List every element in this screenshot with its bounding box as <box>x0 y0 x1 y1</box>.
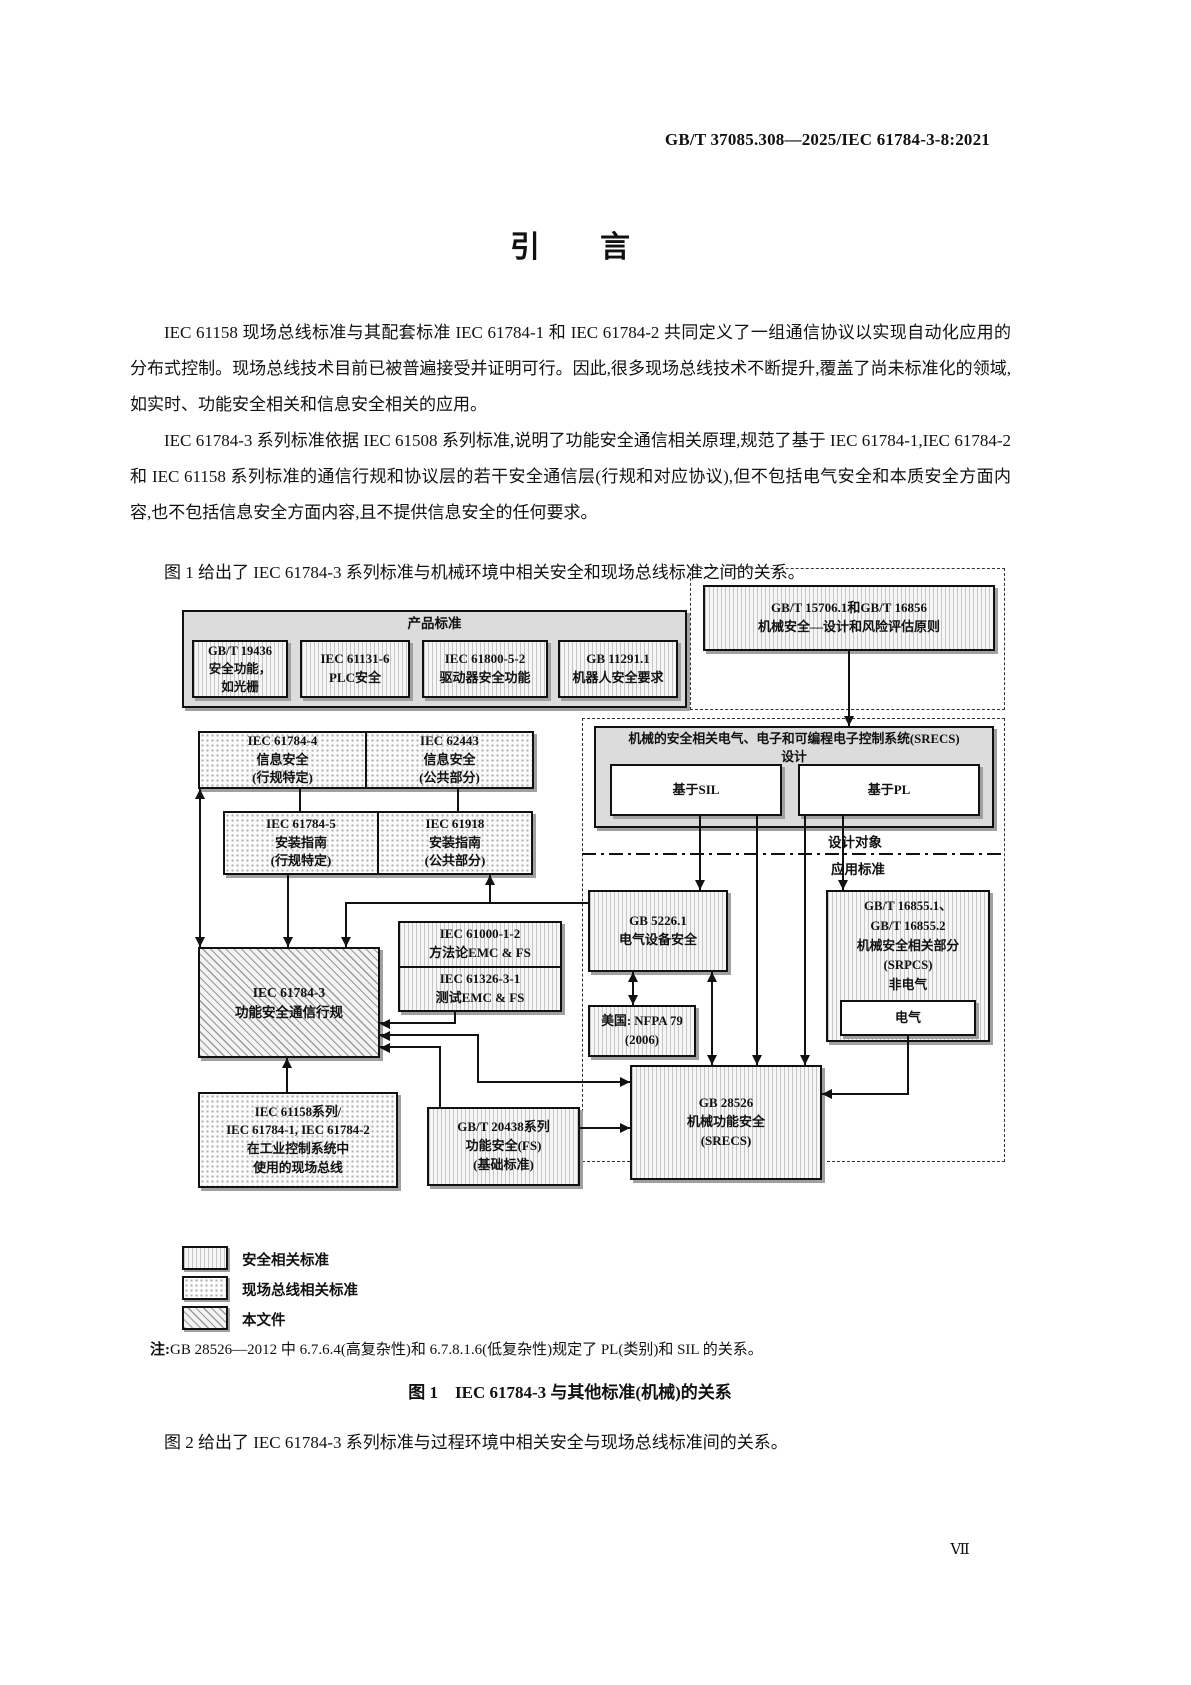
box-iec61800: IEC 61800-5-2 驱动器安全功能 <box>422 640 548 698</box>
box-electric: 电气 <box>840 1000 976 1036</box>
arrowhead-nfpa-top <box>628 995 638 1005</box>
page-title: 引 言 <box>510 231 630 264</box>
box-gb28526: GB 28526 机械功能安全 (SRECS) <box>630 1065 822 1180</box>
line-iec61784-3-gb28526-b <box>477 1034 479 1083</box>
arrowhead-iec61784-3-right-3 <box>380 1043 390 1053</box>
arrowhead-iec61918-bottom <box>485 875 495 885</box>
paragraph-2: IEC 61784-3 系列标准依据 IEC 61508 系列标准,说明了功能安… <box>130 431 1011 522</box>
line-gb5226-nfpa <box>632 972 634 1005</box>
box-install-row: IEC 61784-5 安装指南 (行规特定) IEC 61918 安装指南 (… <box>223 811 533 875</box>
line-emc-down <box>454 1012 456 1024</box>
box-gbt20438: GB/T 20438系列 功能安全(FS) (基础标准) <box>427 1107 580 1186</box>
line-gbt15706-to-srecs <box>848 651 850 726</box>
paragraph-3: 图 1 给出了 IEC 61784-3 系列标准与机械环境中相关安全和现场总线标… <box>164 563 805 582</box>
line-iec61784-4-iec61784-3 <box>199 789 201 947</box>
figure-1-caption: 图 1 IEC 61784-3 与其他标准(机械)的关系 <box>408 1383 732 1402</box>
box-pl: 基于PL <box>798 764 980 816</box>
product-standards-title: 产品标准 <box>407 616 462 631</box>
doc-number-header: GB/T 37085.308—2025/IEC 61784-3-8:2021 <box>664 130 990 149</box>
line-gbt20438-to-iec61784-3 <box>380 1046 441 1048</box>
figure-note: 注:GB 28526—2012 中 6.7.6.4(高复杂性)和 6.7.8.1… <box>150 1338 1050 1359</box>
box-sil: 基于SIL <box>610 764 782 816</box>
design-object-divider <box>582 853 1005 855</box>
legend-label-safety: 安全相关标准 <box>242 1253 329 1269</box>
arrowhead-iec61784-3-top-3 <box>195 937 205 947</box>
line-iec61784-5-to-iec61784-3 <box>287 875 289 947</box>
line-emc-to-iec61784-3 <box>380 1022 456 1024</box>
legend-label-this-document: 本文件 <box>242 1313 286 1329</box>
box-iec61158: IEC 61158系列/ IEC 61784-1, IEC 61784-2 在工… <box>198 1092 398 1188</box>
arrowhead-gb5226-bottom-1 <box>628 972 638 982</box>
arrowhead-iec61784-3-top-2 <box>283 937 293 947</box>
legend-swatch-safety <box>182 1246 228 1270</box>
legend-label-fieldbus: 现场总线相关标准 <box>242 1283 358 1299</box>
box-iec61918: IEC 61918 安装指南 (公共部分) <box>377 813 531 873</box>
paragraph-4: 图 2 给出了 IEC 61784-3 系列标准与过程环境中相关安全与现场总线标… <box>164 1433 788 1452</box>
connector-row1-row2-left <box>299 789 301 811</box>
arrowhead-iec61784-3-right-1 <box>380 1019 390 1029</box>
figure-note-label: 注: <box>150 1342 170 1358</box>
box-iec61784-4: IEC 61784-4 信息安全 (行规特定) <box>247 732 318 786</box>
box-iec62443: IEC 62443 信息安全 (公共部分) <box>365 733 532 787</box>
line-trunk-to-iec61784-3 <box>345 902 347 947</box>
line-gbt20438-to-gb28526 <box>580 1127 630 1129</box>
line-pl-to-gbt16855 <box>842 816 844 890</box>
box-gbt19436: GB/T 19436 安全功能， 如光栅 <box>192 640 288 698</box>
box-gb11291: GB 11291.1 机器人安全要求 <box>558 640 678 698</box>
box-iec61131: IEC 61131-6 PLC安全 <box>300 640 410 698</box>
dashed-region-top-right <box>690 568 1005 710</box>
label-application-standard: 应用标准 <box>831 862 885 877</box>
box-iec61784-3: IEC 61784-3 功能安全通信行规 <box>198 947 380 1058</box>
line-electric-down <box>907 1036 909 1095</box>
arrowhead-gbt16855-top <box>838 880 848 890</box>
line-iec61784-3-gb28526-c <box>477 1081 630 1083</box>
line-sil-to-gb28526 <box>756 816 758 1065</box>
box-gbt15706: GB/T 15706.1和GB/T 16856 机械安全—设计和风险评估原则 <box>703 585 995 651</box>
arrowhead-gb5226-bottom-2 <box>707 972 717 982</box>
legend-swatch-this-document <box>182 1306 228 1330</box>
line-iec61784-3-gb28526-a <box>380 1034 479 1036</box>
arrowhead-iec61784-3-bottom <box>282 1058 292 1068</box>
arrowhead-iec61784-3-top-1 <box>341 937 351 947</box>
box-emc-stack: IEC 61000-1-2 方法论EMC & FS IEC 61326-3-1 … <box>398 921 562 1012</box>
arrowhead-gb28526-left-2 <box>620 1123 630 1133</box>
paragraph-1: IEC 61158 现场总线标准与其配套标准 IEC 61784-1 和 IEC… <box>130 323 1011 414</box>
page-number: Ⅶ <box>950 1542 970 1558</box>
box-iec61326: IEC 61326-3-1 测试EMC & FS <box>400 965 560 1011</box>
line-electric-to-gb28526 <box>822 1093 909 1095</box>
box-gb5226: GB 5226.1 电气设备安全 <box>588 890 728 972</box>
line-iec61158-to-iec61784-3 <box>286 1058 288 1092</box>
line-trunk-to-iec61918 <box>489 875 491 904</box>
arrowhead-gb28526-left-1 <box>620 1077 630 1087</box>
arrowhead-iec61784-4-bottom <box>195 789 205 799</box>
box-iec61784-5: IEC 61784-5 安装指南 (行规特定) <box>266 815 336 869</box>
line-gb5226-trunk <box>346 902 588 904</box>
arrowhead-gb5226-top <box>695 880 705 890</box>
legend-swatch-fieldbus <box>182 1276 228 1300</box>
line-gb5226-gb28526 <box>711 972 713 1065</box>
arrowhead-gb28526-right <box>822 1089 832 1099</box>
figure-note-body: GB 28526—2012 中 6.7.6.4(高复杂性)和 6.7.8.1.6… <box>170 1342 763 1358</box>
connector-row1-row2-right <box>457 789 459 811</box>
arrowhead-gb28526-top-1 <box>752 1055 762 1065</box>
arrowhead-iec61784-3-right-2 <box>380 1031 390 1041</box>
line-sil-to-gb5226 <box>699 816 701 890</box>
arrowhead-gb28526-top-3 <box>707 1055 717 1065</box>
box-infosec-row: IEC 61784-4 信息安全 (行规特定) IEC 62443 信息安全 (… <box>198 731 534 789</box>
box-iec61000: IEC 61000-1-2 方法论EMC & FS <box>429 926 531 961</box>
arrowhead-gb28526-top-2 <box>800 1055 810 1065</box>
line-gbt20438-up <box>439 1046 441 1107</box>
srecs-design-title: 机械的安全相关电气、电子和可编程电子控制系统(SRECS) 设计 <box>628 732 960 764</box>
label-design-object: 设计对象 <box>828 835 882 850</box>
box-nfpa79: 美国: NFPA 79 (2006) <box>588 1005 696 1057</box>
arrowhead-srecs-top <box>844 716 854 726</box>
line-pl-to-gb28526 <box>804 816 806 1065</box>
